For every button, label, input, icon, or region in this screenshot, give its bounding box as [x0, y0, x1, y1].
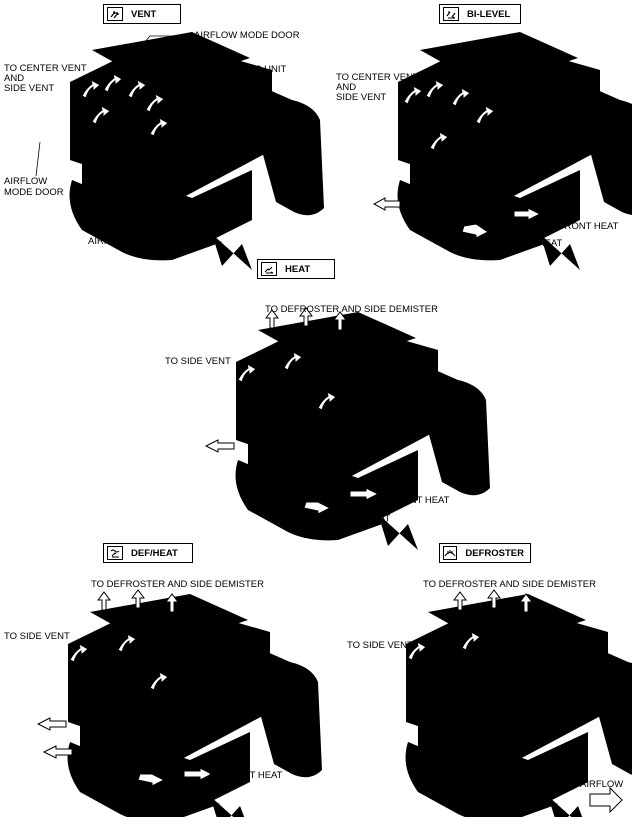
- vent-front-ac-unit-label: FRONT A/C UNIT: [211, 64, 287, 75]
- heat-to-defroster-label: TO DEFROSTER AND SIDE DEMISTER: [265, 304, 438, 315]
- defroster-to-defroster-label: TO DEFROSTER AND SIDE DEMISTER: [423, 579, 596, 590]
- bilevel-airflow-arrows: [372, 79, 542, 239]
- airflow-legend-arrow: [589, 786, 623, 814]
- vent-mode-badge: VENT: [103, 4, 181, 24]
- vent-airflow-mode-door-left-label: AIRFLOW MODE DOOR: [4, 176, 64, 198]
- bilevel-mode-label: BI-LEVEL: [467, 8, 511, 20]
- defheat-to-defroster-label: TO DEFROSTER AND SIDE DEMISTER: [91, 579, 264, 590]
- bilevel-to-rear-heat-label: TO REAR HEAT: [493, 238, 563, 249]
- defheat-to-side-vent-label: TO SIDE VENT: [4, 631, 70, 642]
- vent-leader-lines: [35, 35, 239, 236]
- defheat-mode-label: DEF/HEAT: [131, 547, 178, 559]
- heat-to-front-heat-label: TO FRONT HEAT: [374, 495, 450, 506]
- bilevel-to-center-vent-label: TO CENTER VENT AND SIDE VENT: [336, 72, 419, 103]
- heat-to-side-vent-label: TO SIDE VENT: [165, 356, 231, 367]
- defroster-mode-icon: [443, 546, 458, 560]
- heat-airflow-arrows: [204, 307, 380, 515]
- defheat-to-front-heat-label: TO FRONT HEAT: [207, 770, 283, 781]
- vent-to-center-vent-label: TO CENTER VENT AND SIDE VENT: [4, 63, 87, 94]
- defroster-mode-badge: DEFROSTER: [439, 543, 531, 563]
- vent-airflow-mode-door-top-label: AIRFLOW MODE DOOR: [194, 30, 300, 41]
- bilevel-unit-drawing: [397, 32, 632, 270]
- airflow-legend-label: AIRFLOW: [580, 779, 624, 790]
- heat-mode-label: HEAT: [285, 263, 311, 275]
- defheat-to-rear-heat-label: TO REAR HEAT: [155, 788, 225, 799]
- defheat-airflow-arrows: [36, 589, 214, 787]
- vent-airflow-mode-door-bottom-label: AIRFLOW MODE DOOR: [88, 236, 194, 247]
- defroster-to-side-vent-label: TO SIDE VENT: [347, 640, 413, 651]
- heat-to-rear-heat-label: TO REAR HEAT: [321, 513, 391, 524]
- vent-mode-label: VENT: [131, 8, 157, 20]
- defheat-mode-badge: DEF/HEAT: [103, 543, 193, 563]
- vent-mode-icon: [107, 7, 123, 21]
- defheat-unit-drawing: [67, 594, 323, 817]
- bilevel-to-front-heat-label: TO FRONT HEAT: [543, 221, 619, 232]
- heat-mode-icon: [261, 262, 277, 276]
- bilevel-mode-badge: BI-LEVEL: [439, 4, 521, 24]
- defroster-mode-label: DEFROSTER: [465, 547, 524, 559]
- defheat-mode-icon: [107, 546, 123, 560]
- heat-mode-badge: HEAT: [257, 259, 335, 279]
- bilevel-mode-icon: [443, 7, 459, 21]
